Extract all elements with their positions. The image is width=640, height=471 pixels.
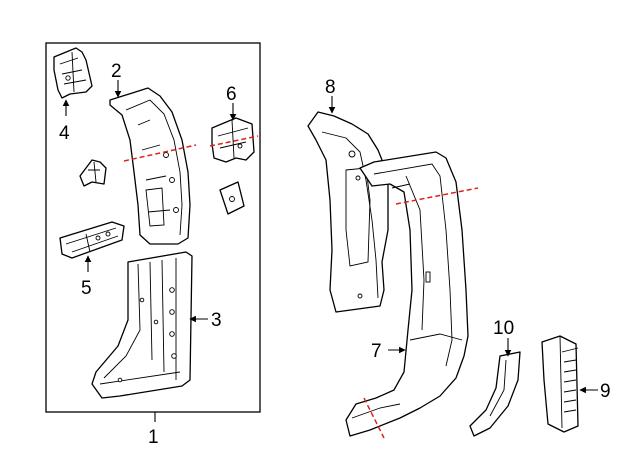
part-2-upper-pillar[interactable] <box>109 87 191 245</box>
part-4-bracket[interactable] <box>53 47 93 99</box>
part-7-outer-pillar[interactable] <box>345 151 469 437</box>
callout-8[interactable]: 8 <box>325 77 336 98</box>
callout-4[interactable]: 4 <box>59 123 70 144</box>
callout-3[interactable]: 3 <box>211 310 222 331</box>
part-9-bracket[interactable] <box>541 335 579 433</box>
assembly-group-frame <box>45 42 261 413</box>
part-3-lower-pillar[interactable] <box>91 251 193 399</box>
callout-5[interactable]: 5 <box>81 278 92 299</box>
callout-2[interactable]: 2 <box>111 61 122 82</box>
section-cut-2 <box>123 144 197 162</box>
section-cut-7-upper <box>395 187 479 205</box>
small-plate[interactable] <box>219 181 245 215</box>
part-6-bracket[interactable] <box>211 117 255 163</box>
part-8-inner-pillar[interactable] <box>307 111 389 313</box>
callout-1[interactable]: 1 <box>148 427 159 448</box>
part-10-trim[interactable] <box>469 351 521 437</box>
callout-6[interactable]: 6 <box>226 84 237 105</box>
part-5-reinforcement[interactable] <box>59 221 125 259</box>
section-cut-6 <box>209 135 259 147</box>
callout-7[interactable]: 7 <box>371 341 382 362</box>
callout-9[interactable]: 9 <box>600 381 611 402</box>
callout-10[interactable]: 10 <box>493 318 514 339</box>
clip-part[interactable] <box>79 159 107 187</box>
